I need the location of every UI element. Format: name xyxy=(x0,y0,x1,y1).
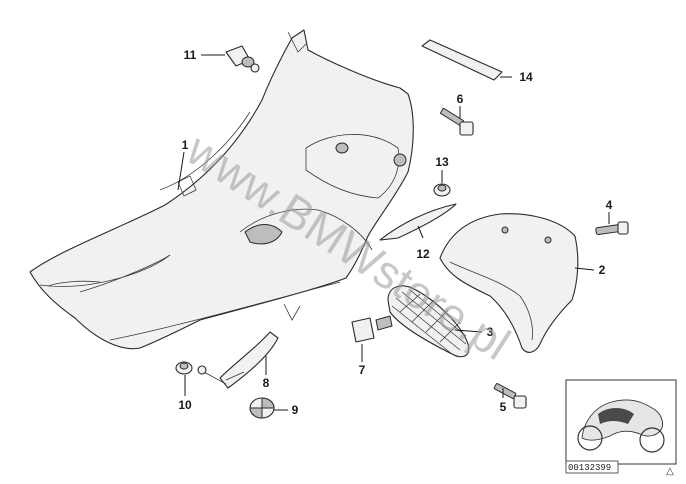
callout-13: 13 xyxy=(435,155,449,169)
rubber-buffer-part-11 xyxy=(225,45,260,73)
locator-thumbnail xyxy=(565,379,677,465)
callout-9: 9 xyxy=(292,403,299,417)
callout-6: 6 xyxy=(457,92,464,106)
bracket-part-8 xyxy=(219,331,279,389)
reference-number: 00132399 xyxy=(568,463,611,473)
side-fairing-part-1 xyxy=(29,29,414,350)
callout-labels: 1 2 3 4 5 6 7 8 9 10 11 12 13 14 xyxy=(178,48,612,417)
callout-8: 8 xyxy=(263,376,270,390)
emblem-disc-part-9 xyxy=(249,397,275,419)
bolt-part-5 xyxy=(493,383,527,409)
callout-14: 14 xyxy=(519,70,533,84)
corner-triangle-mark: △ xyxy=(666,466,674,477)
callout-3: 3 xyxy=(487,325,494,339)
callout-12: 12 xyxy=(416,247,430,261)
callout-2: 2 xyxy=(599,263,606,277)
callout-7: 7 xyxy=(359,363,366,377)
trim-strip-part-12 xyxy=(379,203,457,241)
grille-part-3 xyxy=(387,285,470,358)
reference-number-box xyxy=(565,460,619,474)
callout-5: 5 xyxy=(500,400,507,414)
cover-panel-part-2 xyxy=(439,213,579,353)
bolt-part-6 xyxy=(440,107,474,136)
leader-lines xyxy=(177,54,610,411)
clip-nut-part-7 xyxy=(351,315,393,343)
grommet-part-13 xyxy=(433,183,451,197)
callout-10: 10 xyxy=(178,398,192,412)
callout-11: 11 xyxy=(184,48,197,62)
callout-4: 4 xyxy=(606,198,613,212)
screw-part-4 xyxy=(595,221,629,236)
grommet-part-10 xyxy=(175,361,227,385)
foam-strip-part-14 xyxy=(421,39,503,81)
callout-1: 1 xyxy=(182,138,189,152)
